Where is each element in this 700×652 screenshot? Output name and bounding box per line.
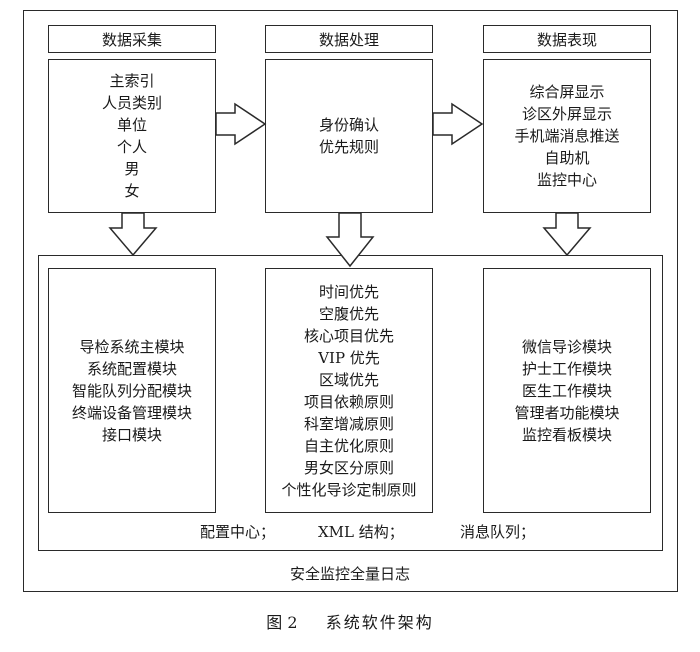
right-arrow-icon: [215, 102, 267, 146]
presentation-item: 监控中心: [536, 171, 597, 189]
collection-item: 个人: [116, 138, 147, 156]
terminal-modules-box: 微信导诊模块 护士工作模块 医生工作模块 管理者功能模块 监控看板模块: [483, 268, 651, 513]
header-data-presentation: 数据表现: [483, 25, 651, 53]
header-data-presentation-label: 数据表现: [536, 30, 597, 49]
processing-item: 身份确认: [318, 116, 379, 134]
presentation-item: 诊区外屏显示: [521, 105, 612, 123]
collection-item: 男: [124, 160, 140, 178]
right-arrow-icon: [432, 102, 484, 146]
module-item: 终端设备管理模块: [71, 403, 192, 422]
rule-item: 时间优先: [318, 282, 379, 301]
rule-item: 科室增减原则: [303, 414, 394, 433]
rule-item: 区域优先: [318, 370, 379, 389]
module-item: 系统配置模块: [86, 359, 177, 378]
processing-item: 优先规则: [318, 138, 379, 156]
data-presentation-box: 综合屏显示 诊区外屏显示 手机端消息推送 自助机 监控中心: [483, 59, 651, 213]
core-modules-box: 导检系统主模块 系统配置模块 智能队列分配模块 终端设备管理模块 接口模块: [48, 268, 216, 513]
collection-item: 单位: [116, 116, 147, 134]
collection-item: 女: [124, 182, 140, 200]
header-data-collection: 数据采集: [48, 25, 216, 53]
module-item: 智能队列分配模块: [71, 381, 192, 400]
terminal-module-item: 微信导诊模块: [521, 337, 612, 356]
rule-item: 自主优化原则: [303, 436, 394, 455]
terminal-module-item: 医生工作模块: [521, 381, 612, 400]
rule-item: 项目依赖原则: [303, 392, 394, 411]
message-queue-label: 消息队列；: [460, 523, 536, 541]
header-data-processing-label: 数据处理: [318, 30, 379, 49]
down-arrow-icon: [108, 212, 158, 257]
header-data-processing: 数据处理: [265, 25, 433, 53]
xml-structure-label: XML 结构；: [318, 523, 404, 541]
figure-caption: 图 2 系统软件架构: [0, 609, 700, 633]
presentation-item: 综合屏显示: [529, 83, 605, 101]
figure-number: 图 2: [266, 613, 298, 632]
rule-item: 男女区分原则: [303, 458, 394, 477]
rule-item: 核心项目优先: [303, 326, 394, 345]
rule-item: VIP 优先: [318, 348, 380, 367]
collection-item: 主索引: [109, 72, 155, 90]
rule-item: 个性化导诊定制原则: [281, 480, 417, 499]
collection-item: 人员类别: [101, 94, 162, 112]
security-log-label: 安全监控全量日志: [289, 565, 410, 583]
module-item: 接口模块: [101, 425, 162, 444]
rules-box: 时间优先 空腹优先 核心项目优先 VIP 优先 区域优先 项目依赖原则 科室增减…: [265, 268, 433, 513]
rule-item: 空腹优先: [318, 304, 379, 323]
config-center-label: 配置中心；: [200, 523, 276, 541]
terminal-module-item: 管理者功能模块: [514, 403, 620, 422]
presentation-item: 手机端消息推送: [514, 127, 620, 145]
data-collection-box: 主索引 人员类别 单位 个人 男 女: [48, 59, 216, 213]
figure-title: 系统软件架构: [325, 613, 434, 632]
presentation-item: 自助机: [544, 149, 590, 167]
terminal-module-item: 护士工作模块: [521, 359, 612, 378]
down-arrow-icon: [542, 212, 592, 257]
terminal-module-item: 监控看板模块: [521, 425, 612, 444]
header-data-collection-label: 数据采集: [101, 30, 162, 49]
module-item: 导检系统主模块: [79, 337, 185, 356]
down-arrow-icon: [325, 212, 375, 268]
